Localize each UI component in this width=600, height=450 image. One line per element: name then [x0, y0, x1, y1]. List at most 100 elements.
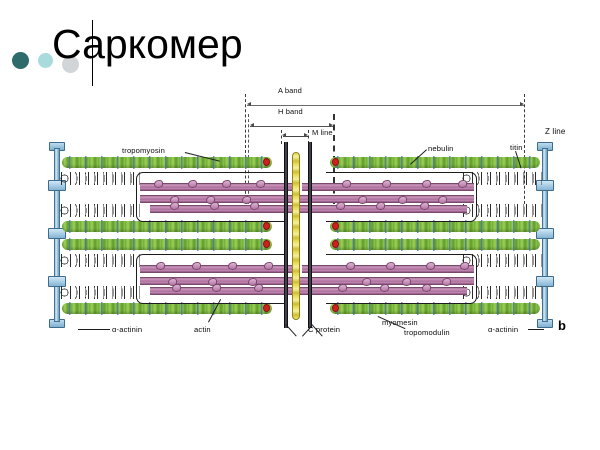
alpha-actinin-node: [48, 228, 66, 239]
myosin-head: [172, 284, 181, 292]
myosin-head: [438, 196, 447, 204]
tropomodulin-cap: [263, 240, 270, 248]
myosin-filament: [140, 274, 310, 286]
myosin-head: [458, 180, 467, 188]
title-bullet-light: [38, 53, 53, 68]
myosin-filament: [140, 262, 300, 273]
m-line-arrow-right: [304, 133, 308, 138]
myosin-filament: [140, 180, 300, 191]
myosin-striation: [150, 206, 315, 212]
thin-filament-bracket: [136, 254, 287, 304]
a-band-arrow-left: [247, 102, 251, 107]
tropomyosin-overlay: [62, 220, 272, 233]
sarcomere-body: [30, 142, 575, 344]
myosin-striation: [140, 278, 310, 284]
myosin-head: [250, 202, 259, 210]
titin-spring: [60, 254, 140, 267]
alpha-actinin-node: [536, 276, 554, 287]
tropomyosin-overlay: [62, 156, 272, 169]
myosin-head: [256, 180, 265, 188]
myosin-rod: [140, 265, 300, 273]
m-line-rule: [283, 136, 308, 137]
myosin-head: [460, 262, 469, 270]
alpha-actinin-node: [48, 180, 66, 191]
z-line-right: [536, 142, 554, 328]
title-bullet-gray: [62, 56, 79, 73]
myosin-head: [248, 278, 257, 286]
myosin-head: [346, 262, 355, 270]
label-alpha-actinin-left: α-actinin: [112, 325, 143, 334]
tropomodulin-cap: [263, 158, 270, 166]
thin-filament-bracket: [136, 172, 287, 222]
myosin-filament: [150, 284, 310, 295]
myosin-head: [254, 284, 263, 292]
tropomyosin-overlay: [330, 238, 540, 251]
label-titin: titin: [510, 143, 523, 152]
h-band-rule: [250, 126, 333, 127]
myosin-striation: [302, 196, 474, 202]
sarcomere-diagram: A band H band M line: [30, 86, 575, 344]
label-tropomyosin: tropomyosin: [122, 146, 166, 155]
myosin-head: [362, 278, 371, 286]
myosin-head: [420, 202, 429, 210]
myosin-head: [228, 262, 237, 270]
m-line-label: M line: [312, 128, 333, 137]
a-band-rule: [247, 105, 524, 106]
myosin-rod: [140, 277, 310, 285]
myosin-filament: [150, 202, 315, 213]
actin-filament: [330, 156, 540, 169]
tropomyosin-overlay: [330, 302, 540, 315]
alpha-actinin-node: [536, 228, 554, 239]
alpha-actinin-node: [48, 276, 66, 287]
c-protein-chain: [292, 152, 300, 320]
m-line-guide-right: [308, 130, 309, 144]
a-band-label: A band: [278, 86, 302, 95]
myosin-striation: [140, 184, 300, 190]
figure-letter: b: [558, 318, 566, 333]
tropomodulin-cap: [332, 304, 339, 312]
tropomodulin-cap: [263, 304, 270, 312]
myosin-head: [426, 262, 435, 270]
myosin-head: [402, 278, 411, 286]
z-line-left: [48, 142, 66, 328]
page-title: Саркомер: [52, 21, 243, 67]
tropomodulin-cap: [263, 222, 270, 230]
a-band-guide-left: [245, 94, 246, 204]
label-c-protein: C protein: [308, 325, 341, 334]
myosin-striation: [302, 278, 474, 284]
myosin-head: [264, 262, 273, 270]
titin-spring: [60, 172, 140, 185]
h-band-arrow-right: [328, 123, 333, 128]
actin-filament: [330, 302, 540, 315]
myosin-head: [382, 180, 391, 188]
myosin-head: [398, 196, 407, 204]
tropomodulin-cap: [332, 222, 339, 230]
myosin-head: [210, 202, 219, 210]
alpha-actinin-left-leader: [78, 329, 110, 330]
tropomodulin-cap: [332, 240, 339, 248]
label-tropomodulin: tropomodulin: [404, 328, 450, 337]
myosin-filament: [302, 192, 474, 204]
myosin-filament: [302, 202, 467, 213]
title-vertical-rule: [92, 20, 93, 86]
alpha-actinin-right-leader: [528, 329, 544, 330]
actin-filament: [62, 238, 272, 251]
myosin-head: [222, 180, 231, 188]
myosin-head: [188, 180, 197, 188]
m-line-bar-left: [284, 142, 288, 328]
tropomyosin-overlay: [330, 220, 540, 233]
titin-spring: [462, 204, 542, 217]
myosin-head: [154, 180, 163, 188]
tropomodulin-cap: [332, 158, 339, 166]
myosin-head: [212, 284, 221, 292]
myosin-head: [386, 262, 395, 270]
tropomyosin-overlay: [62, 238, 272, 251]
m-line-arrow-left: [282, 133, 286, 138]
myosin-filament: [302, 284, 467, 295]
actin-filament: [62, 156, 272, 169]
a-band-guide-right: [524, 94, 525, 204]
myosin-head: [422, 284, 431, 292]
tropomyosin-overlay: [330, 156, 540, 169]
m-line-bar-right: [308, 142, 312, 328]
myosin-rod: [150, 287, 310, 295]
